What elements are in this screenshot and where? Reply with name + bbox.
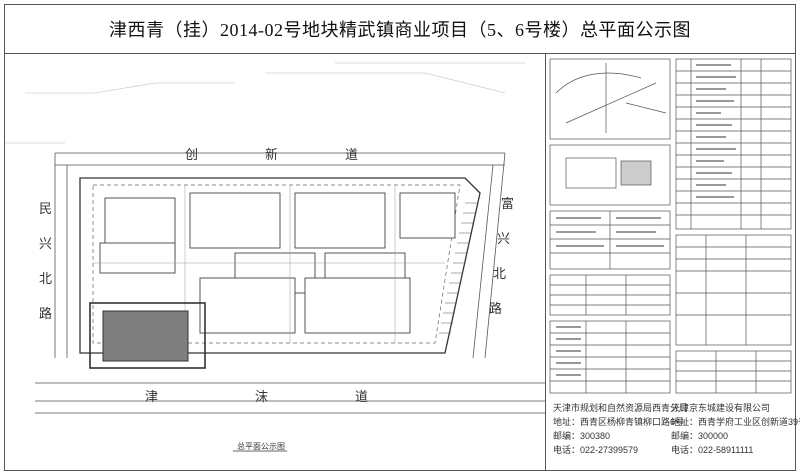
road-label-east-3: 北 bbox=[493, 266, 507, 281]
site-plan: 创 新 道 津 沫 道 民 兴 北 路 富 兴 北 路 总平面公示图 bbox=[5, 53, 545, 471]
road-label-east-1: 富 bbox=[501, 196, 515, 211]
road-label-south-2: 沫 bbox=[255, 389, 269, 404]
road-label-south-1: 津 bbox=[145, 389, 159, 404]
footer-right-address: 地址：西青学府工业区创新道39号 bbox=[671, 417, 800, 427]
road-label-west-1: 民 bbox=[39, 201, 53, 216]
site-plan-drawing bbox=[5, 62, 545, 452]
footer-left-phone: 电话：022-27399579 bbox=[553, 445, 639, 455]
footer-left-org: 天津市规划和自然资源局西青分局 bbox=[553, 403, 689, 413]
side-panel bbox=[545, 53, 796, 471]
road-label-north-3: 道 bbox=[345, 147, 359, 162]
drawing-sheet: 津西青（挂）2014-02号地块精武镇商业项目（5、6号楼）总平面公示图 bbox=[4, 4, 800, 471]
road-label-north-1: 创 bbox=[185, 147, 199, 162]
road-label-west-2: 兴 bbox=[39, 236, 53, 251]
plan-caption: 总平面公示图 bbox=[237, 442, 285, 451]
footer-left-postcode: 邮编：300380 bbox=[553, 431, 611, 441]
project-lot bbox=[102, 310, 189, 362]
road-label-west-3: 北 bbox=[39, 271, 53, 286]
road-label-west-4: 路 bbox=[39, 306, 53, 321]
footer-right-phone: 电话：022-58911111 bbox=[671, 445, 754, 455]
footer-left-address: 地址：西青区杨柳青镇柳口路6号 bbox=[553, 417, 685, 427]
footer-right-postcode: 邮编：300000 bbox=[671, 431, 729, 441]
footer-right: 天津京东城建设有限公司 地址：西青学府工业区创新道39号 邮编：300000 电… bbox=[671, 401, 800, 457]
project-lot-boundary bbox=[89, 302, 206, 369]
road-label-north-2: 新 bbox=[265, 147, 279, 162]
side-panel-drawing bbox=[549, 58, 792, 394]
page-title: 津西青（挂）2014-02号地块精武镇商业项目（5、6号楼）总平面公示图 bbox=[5, 5, 795, 54]
road-label-east-2: 兴 bbox=[497, 231, 511, 246]
road-label-south-3: 道 bbox=[355, 389, 369, 404]
road-label-east-4: 路 bbox=[489, 301, 503, 316]
footer-left: 天津市规划和自然资源局西青分局 地址：西青区杨柳青镇柳口路6号 邮编：30038… bbox=[553, 401, 688, 457]
footer-right-org: 天津京东城建设有限公司 bbox=[671, 403, 771, 413]
